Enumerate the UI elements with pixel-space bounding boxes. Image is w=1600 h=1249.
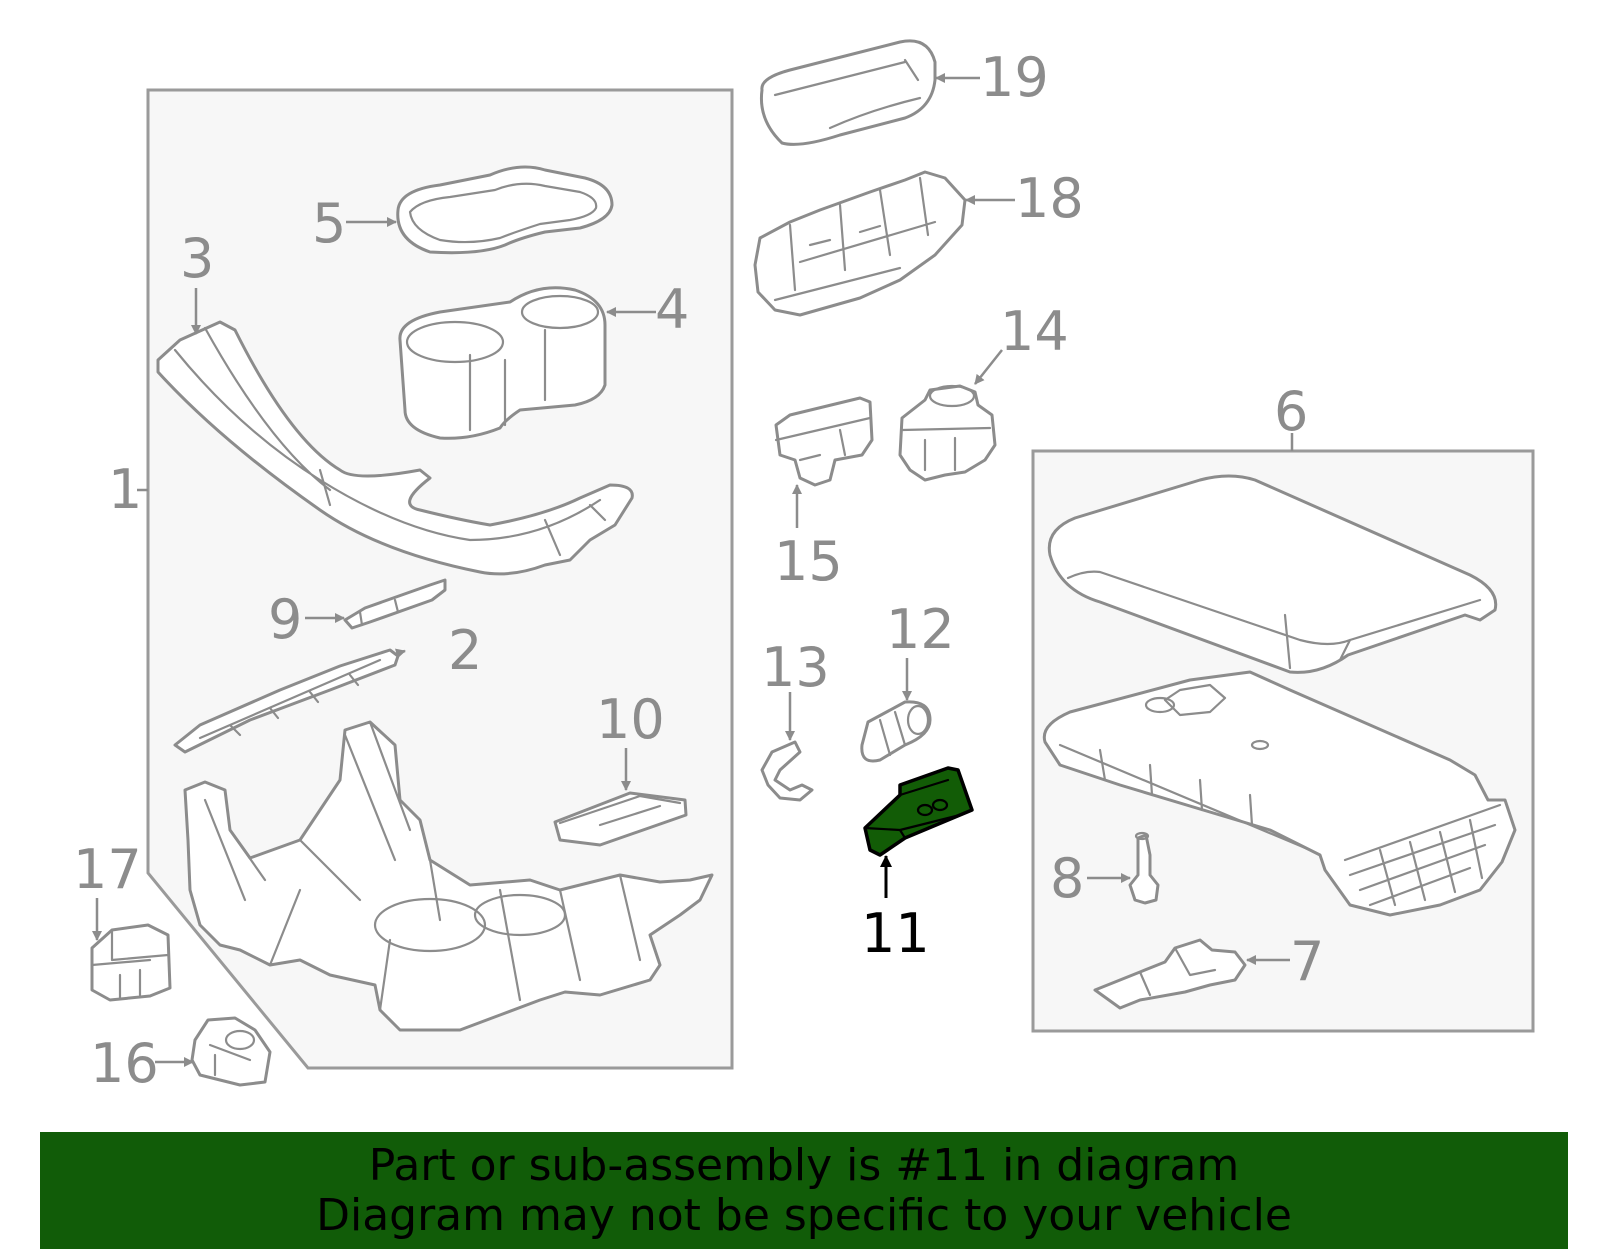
callout-labels: 1 2 3 4 5 6 7 8 9 10 11 12 13 14 15 16 1… [73, 46, 1324, 1095]
part-9-clip-strip [343, 578, 447, 630]
callout-8: 8 [1050, 847, 1084, 910]
callout-9: 9 [268, 588, 302, 651]
part-13-clip [760, 740, 814, 802]
part-3-trim-strip [156, 320, 634, 576]
part-8-pin [1128, 831, 1160, 905]
leader-14 [974, 349, 1003, 385]
callout-18: 18 [1015, 167, 1084, 230]
banner-line-disclaimer: Diagram may not be specific to your vehi… [316, 1189, 1292, 1241]
part-14-switch [898, 384, 997, 482]
callout-2: 2 [448, 619, 482, 682]
part-19-cover [759, 39, 937, 146]
part-10-pad [553, 791, 688, 847]
leader-lines [92, 73, 1294, 1067]
callout-13: 13 [761, 636, 830, 699]
callout-6: 6 [1274, 380, 1308, 443]
callout-14: 14 [1000, 300, 1069, 363]
callout-5: 5 [312, 192, 346, 255]
leader-2 [394, 648, 406, 659]
callout-16: 16 [90, 1032, 159, 1095]
callout-3: 3 [180, 227, 214, 290]
callout-1: 1 [108, 458, 142, 521]
banner-line-part-number: Part or sub-assembly is #11 in diagram [368, 1139, 1240, 1191]
callout-10: 10 [596, 688, 665, 751]
info-banner: Part or sub-assembly is #11 in diagram D… [40, 1132, 1568, 1249]
callout-19: 19 [980, 46, 1049, 109]
part-16-switch [190, 1016, 272, 1087]
callout-15: 15 [774, 530, 843, 593]
part-18-switch-bezel [753, 170, 967, 317]
part-5-cupholder-insert [396, 165, 614, 255]
callout-4: 4 [655, 278, 689, 341]
callout-7: 7 [1290, 930, 1324, 993]
armrest-base [1042, 670, 1517, 917]
part-15-switch [774, 396, 874, 487]
console-base [183, 720, 714, 1032]
part-17-switch [90, 923, 172, 1002]
callout-12: 12 [886, 598, 955, 661]
part-4-cupholder [398, 286, 607, 440]
part-6-armrest-lid [1047, 474, 1498, 674]
part-11-bracket-highlighted [863, 766, 974, 857]
part-7-bracket [1093, 938, 1247, 1010]
callout-17: 17 [73, 838, 142, 901]
callout-11-highlighted: 11 [861, 902, 930, 965]
part-12-bushing [860, 700, 932, 763]
